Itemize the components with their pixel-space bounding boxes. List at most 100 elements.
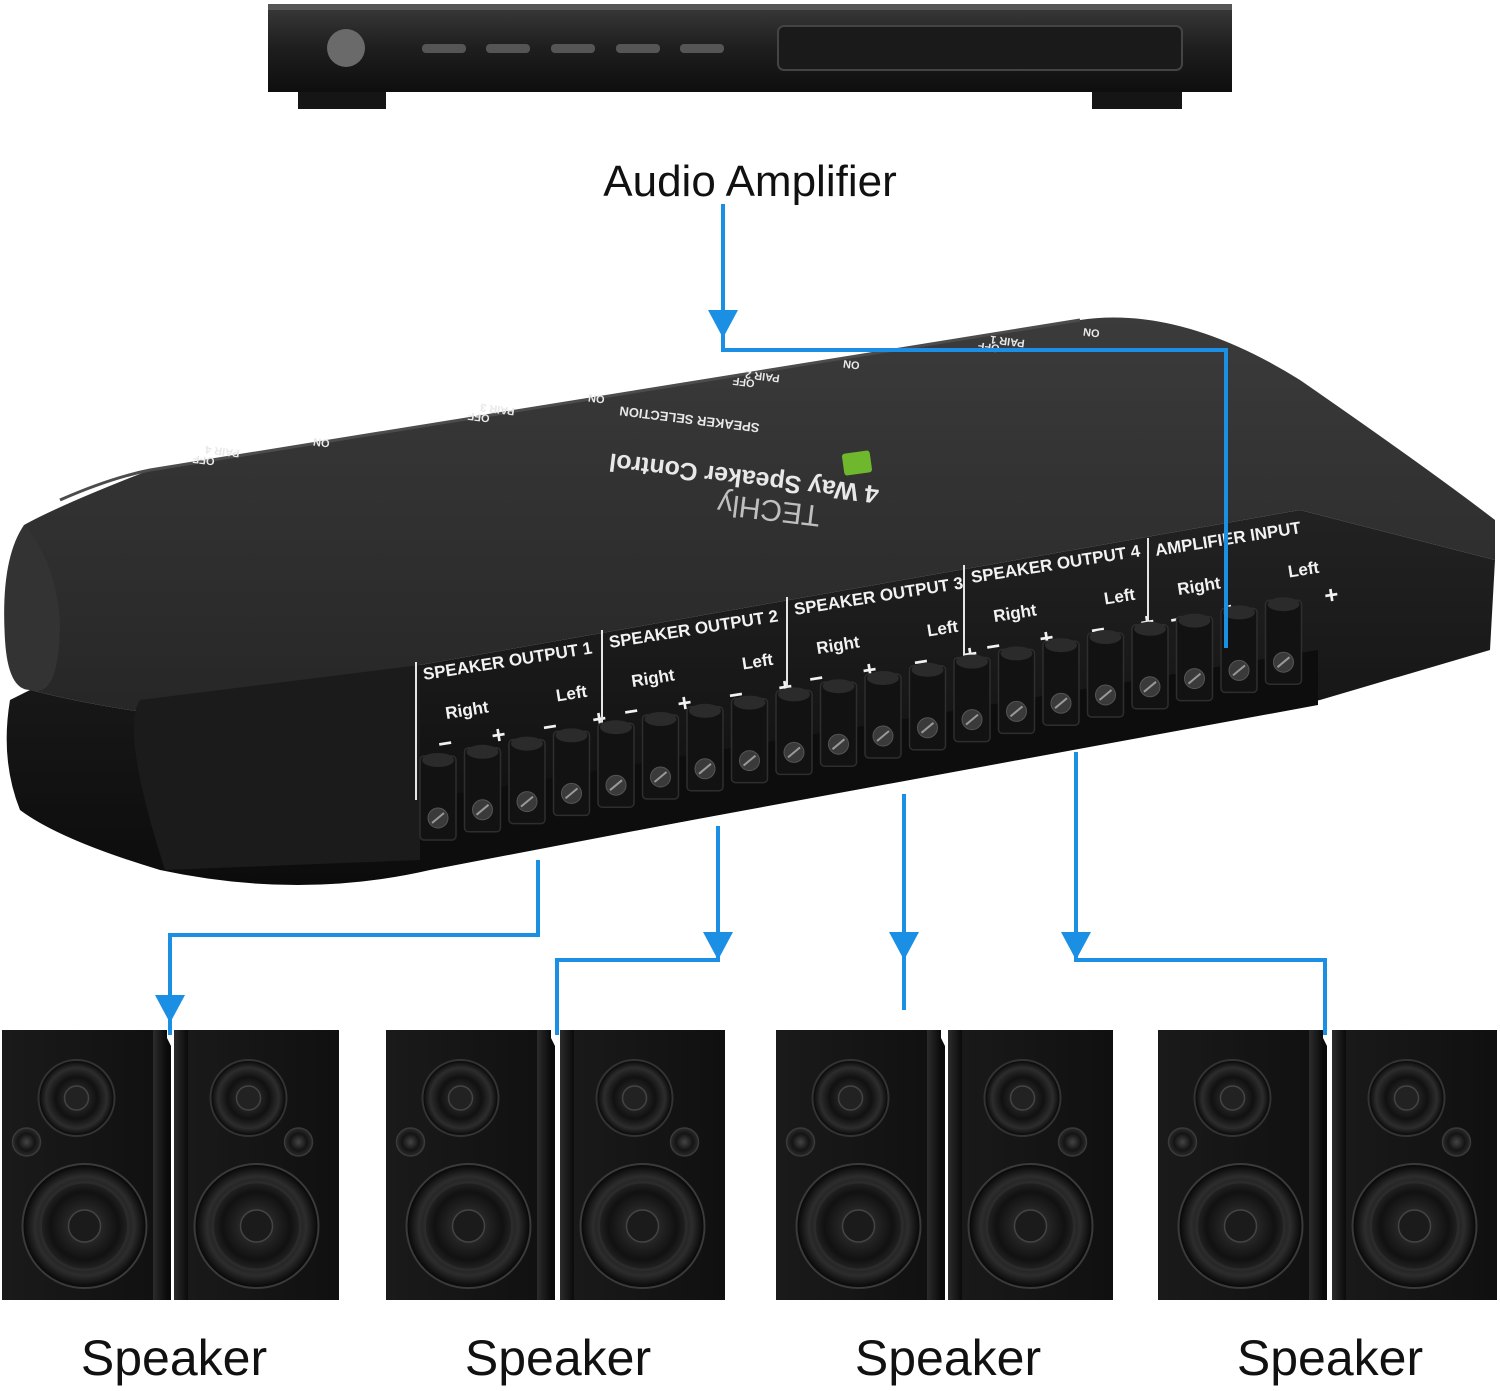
amp-button-icon [486, 44, 530, 53]
terminal-top-icon [1223, 605, 1255, 620]
pair3-label: PAIR 3 [480, 401, 516, 417]
pair2-off: OFF [732, 374, 756, 389]
terminal-top-icon [733, 695, 766, 710]
terminal-top-icon [1267, 597, 1300, 612]
wire-output-2 [555, 826, 720, 1035]
speaker-label-4: Speaker [1237, 1330, 1423, 1386]
speaker-cabinet [560, 1030, 725, 1300]
speaker-label-3: Speaker [855, 1330, 1041, 1386]
speaker-cabinet [386, 1030, 555, 1300]
screw-slot-icon [1187, 672, 1202, 685]
screw-slot-icon [876, 730, 890, 742]
screw-slot-icon [1098, 689, 1113, 701]
minus-sign-label: − [622, 698, 640, 727]
screw-slot-icon [742, 754, 757, 767]
left-channel-label: Left [926, 617, 960, 641]
wire-amplifier-input [721, 204, 1228, 648]
tweeter-icon [785, 1127, 816, 1157]
amp-display [777, 25, 1183, 71]
screw-slot-icon [920, 722, 935, 734]
speaker-row [2, 1030, 1497, 1300]
amplifier-label: Audio Amplifier [603, 157, 896, 206]
tweeter-icon [1057, 1127, 1088, 1157]
left-channel-label: Left [1287, 558, 1321, 582]
screw-slot-icon [1232, 664, 1246, 677]
pair2-label: PAIR 2 [745, 368, 781, 384]
brand-logo-icon [841, 450, 873, 476]
pair3-off: OFF [467, 409, 491, 424]
speaker-side [174, 1030, 188, 1300]
pair3-on: ON [587, 391, 605, 405]
arrow-down-icon [155, 995, 185, 1023]
speaker-label-1: Speaker [81, 1330, 267, 1386]
tweeter-icon [395, 1127, 426, 1157]
pair1-on: ON [1082, 325, 1100, 339]
terminal-top-icon [867, 671, 899, 685]
terminal-top-icon [555, 728, 588, 743]
amp-button-icon [680, 44, 724, 53]
tweeter-icon [1167, 1127, 1198, 1157]
wire-output-1 [168, 860, 540, 1035]
screw-slot-icon [787, 746, 801, 759]
speaker-cabinet [174, 1030, 339, 1300]
plus-sign-label: + [1322, 581, 1340, 610]
tweeter-icon [669, 1127, 700, 1157]
left-channel-label: Left [555, 682, 589, 706]
amp-button-icon [422, 44, 466, 53]
speaker-side [1309, 1030, 1323, 1300]
terminal-top-icon [911, 662, 944, 677]
terminal-top-icon [689, 703, 721, 718]
terminal-top-icon [1089, 630, 1122, 644]
pair4-label: PAIR 4 [204, 443, 241, 459]
pair2-on: ON [842, 357, 860, 371]
terminal-top-icon [600, 720, 632, 735]
tweeter-icon [11, 1127, 42, 1157]
speaker-cabinet [2, 1030, 171, 1300]
pair1-label: PAIR 1 [990, 333, 1026, 349]
arrow-down-icon [708, 310, 738, 338]
power-knob-icon [327, 29, 365, 67]
screw-slot-icon [475, 804, 490, 816]
screw-slot-icon [698, 763, 712, 775]
screw-slot-icon [831, 738, 846, 750]
speaker-side [560, 1030, 574, 1300]
terminal-top-icon [1178, 613, 1211, 628]
speaker-side [948, 1030, 962, 1300]
arrow-down-icon [1061, 932, 1091, 960]
screw-slot-icon [1276, 656, 1291, 668]
terminal-top-icon [511, 736, 543, 751]
wiring [155, 204, 1327, 1035]
speaker-label-2: Speaker [465, 1330, 651, 1386]
speaker-side [537, 1030, 551, 1300]
screw-slot-icon [965, 713, 979, 726]
arrow-down-icon [703, 932, 733, 960]
screw-slot-icon [1143, 681, 1157, 693]
terminal-top-icon [1134, 621, 1166, 636]
speaker-side [153, 1030, 167, 1300]
terminal-top-icon [644, 712, 677, 726]
screw-slot-icon [1054, 697, 1068, 709]
screw-slot-icon [564, 787, 579, 800]
terminal-top-icon [466, 744, 499, 759]
screw-slot-icon [653, 771, 668, 783]
amp-button-icon [551, 44, 595, 53]
speaker-side [1332, 1030, 1346, 1300]
screw-slot-icon [1009, 705, 1024, 718]
speaker-cabinet [1332, 1030, 1497, 1300]
pair4-on: ON [312, 435, 330, 449]
tweeter-icon [283, 1127, 314, 1157]
arrow-down-icon [889, 932, 919, 960]
screw-slot-icon [520, 795, 534, 808]
audio-amplifier-device [268, 4, 1232, 109]
terminal-top-icon [778, 687, 810, 702]
speaker-cabinet [948, 1030, 1113, 1300]
pair4-off: OFF [192, 452, 216, 467]
speaker-cabinet [1158, 1030, 1327, 1300]
screw-slot-icon [609, 779, 623, 791]
left-channel-label: Left [741, 650, 775, 674]
minus-sign-label: − [436, 730, 454, 759]
terminal-top-icon [822, 679, 855, 694]
amp-button-icon [616, 44, 660, 53]
tweeter-icon [1441, 1127, 1472, 1157]
